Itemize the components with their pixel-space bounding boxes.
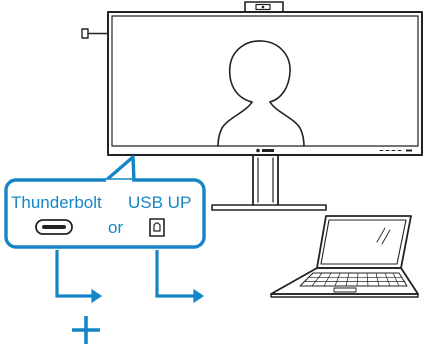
usb-c-port-icon <box>35 219 73 235</box>
laptop-icon <box>270 215 419 298</box>
thunderbolt-label: Thunderbolt <box>11 193 102 212</box>
or-label: or <box>108 218 124 237</box>
arrow-right-icon <box>55 250 103 304</box>
plus-icon <box>72 316 100 344</box>
person-silhouette-icon <box>217 40 305 147</box>
usb-b-port-icon <box>149 218 165 237</box>
monitor-icon <box>81 1 423 211</box>
arrow-right-icon <box>155 250 205 304</box>
webcam-icon <box>244 1 284 13</box>
usb-up-label: USB UP <box>128 193 192 212</box>
usb-key-icon <box>81 28 109 39</box>
